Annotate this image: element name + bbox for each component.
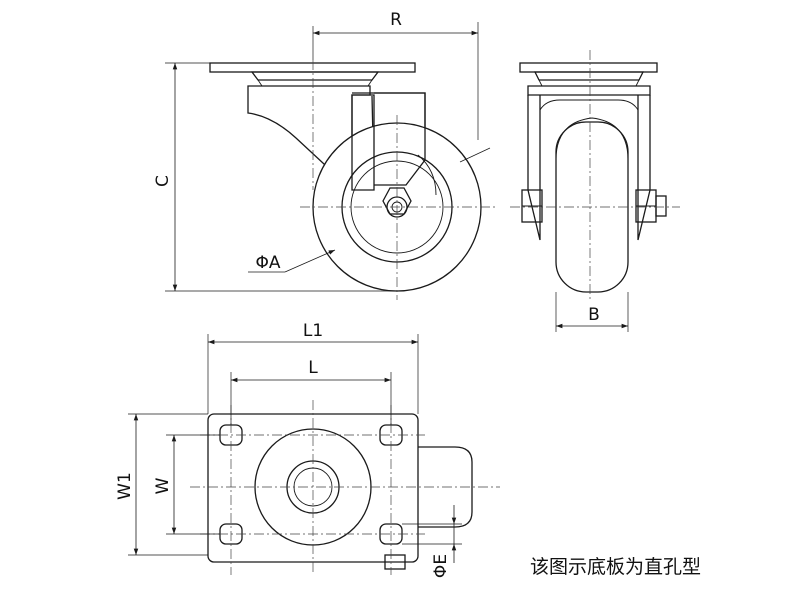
front-axle-end	[655, 195, 667, 217]
front-top-plate	[519, 62, 658, 73]
side-top-plate	[209, 62, 416, 73]
dim-r-label: R	[390, 10, 402, 30]
top-view: L1 L W1 W ΦE	[115, 321, 500, 578]
top-wheel-projection	[418, 446, 473, 528]
top-axle-nut	[384, 554, 406, 570]
front-view: B	[510, 50, 680, 332]
dim-l1-label: L1	[303, 321, 323, 341]
dim-phi-a-label: ΦA	[255, 253, 280, 273]
front-swivel-bearing	[533, 71, 645, 81]
dim-phi-a-leader	[284, 249, 336, 273]
caption: 该图示底板为直孔型	[530, 556, 701, 578]
side-swivel-bearing	[250, 71, 380, 81]
dim-w1-label: W1	[115, 472, 135, 500]
dim-l-label: L	[308, 358, 318, 378]
dim-w-label: W	[153, 477, 173, 494]
side-view: R C ΦA	[153, 10, 495, 300]
dim-b-label: B	[588, 305, 600, 325]
dim-phi-e-label: ΦE	[431, 554, 451, 578]
dim-c-label: C	[153, 175, 173, 187]
